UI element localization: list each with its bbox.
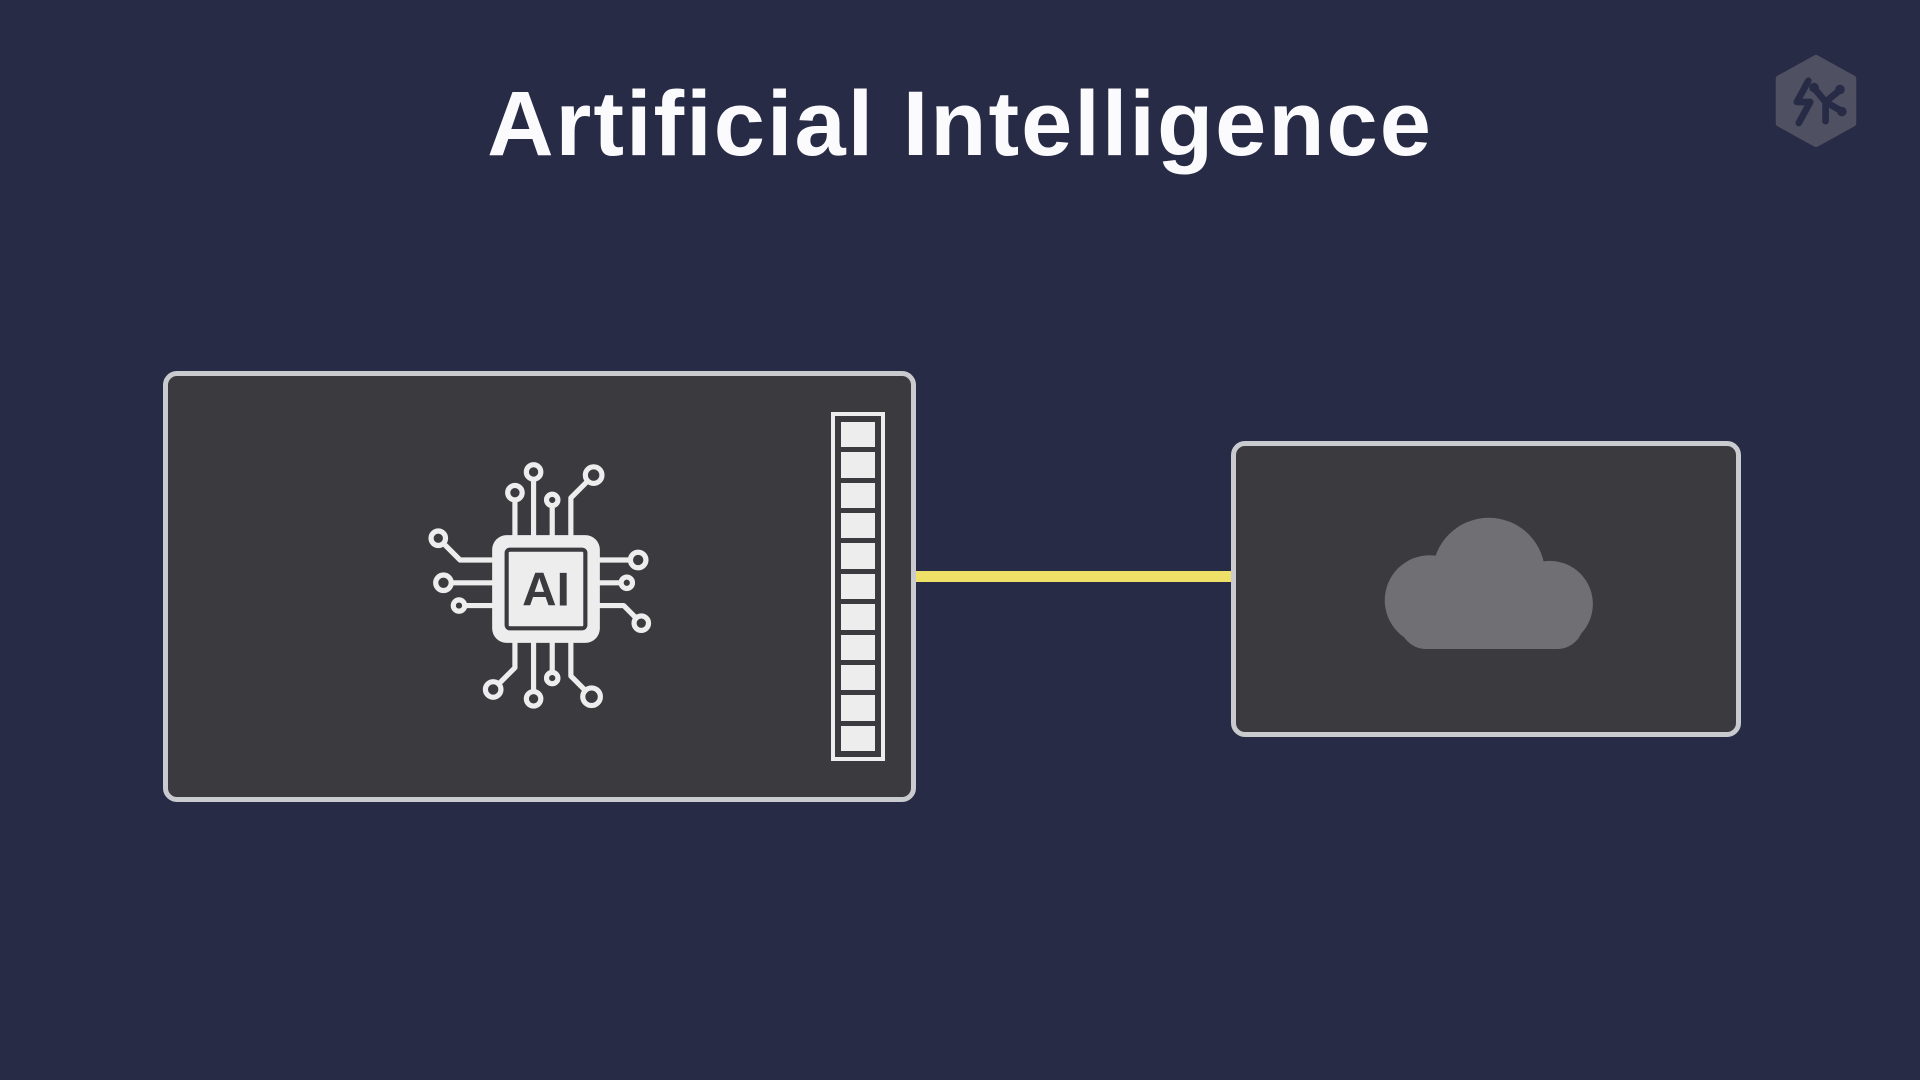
ai-chip-icon: AI (428, 462, 652, 709)
cloud-icon (1384, 517, 1593, 649)
port-segment (841, 573, 875, 600)
port-segment (841, 452, 875, 478)
port-segment (841, 604, 875, 630)
cloud-box (1231, 441, 1741, 737)
port-segment (841, 695, 875, 721)
brand-logo-icon (1775, 55, 1857, 148)
page-title: Artificial Intelligence (487, 73, 1433, 175)
connector-port (831, 412, 885, 761)
port-segment (841, 513, 875, 539)
port-segment (841, 422, 875, 448)
port-segment (841, 634, 875, 660)
ai-chip-label: AI (522, 564, 570, 617)
port-segment (841, 543, 875, 569)
ai-device-box: AI (163, 371, 916, 802)
port-segment (841, 725, 875, 751)
port-segment (841, 482, 875, 509)
connection-line (914, 571, 1234, 582)
port-segment (841, 664, 875, 691)
